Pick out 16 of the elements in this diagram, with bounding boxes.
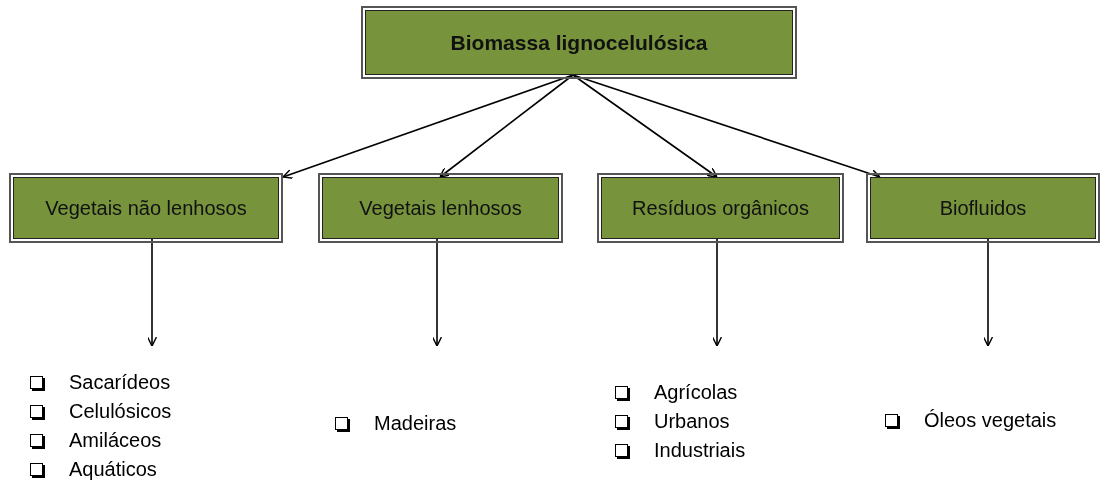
list-item-text: Sacarídeos bbox=[69, 371, 171, 394]
list-item-text: Urbanos bbox=[654, 410, 730, 433]
arrow bbox=[572, 74, 718, 178]
arrow bbox=[982, 238, 994, 347]
arrow bbox=[711, 238, 723, 347]
list-item-text: Óleos vegetais bbox=[924, 409, 1057, 432]
list-item-text: Madeiras bbox=[374, 412, 457, 435]
arrow bbox=[431, 238, 443, 347]
list-item-text: Industriais bbox=[654, 439, 746, 462]
arrow bbox=[146, 238, 158, 347]
arrow bbox=[439, 74, 574, 178]
list-item-text: Amiláceos bbox=[69, 429, 162, 452]
list-item-text: Celulósicos bbox=[69, 400, 172, 423]
list-item-text: Agrícolas bbox=[654, 381, 738, 404]
arrow bbox=[282, 74, 574, 179]
list-item-text: Aquáticos bbox=[69, 458, 157, 481]
